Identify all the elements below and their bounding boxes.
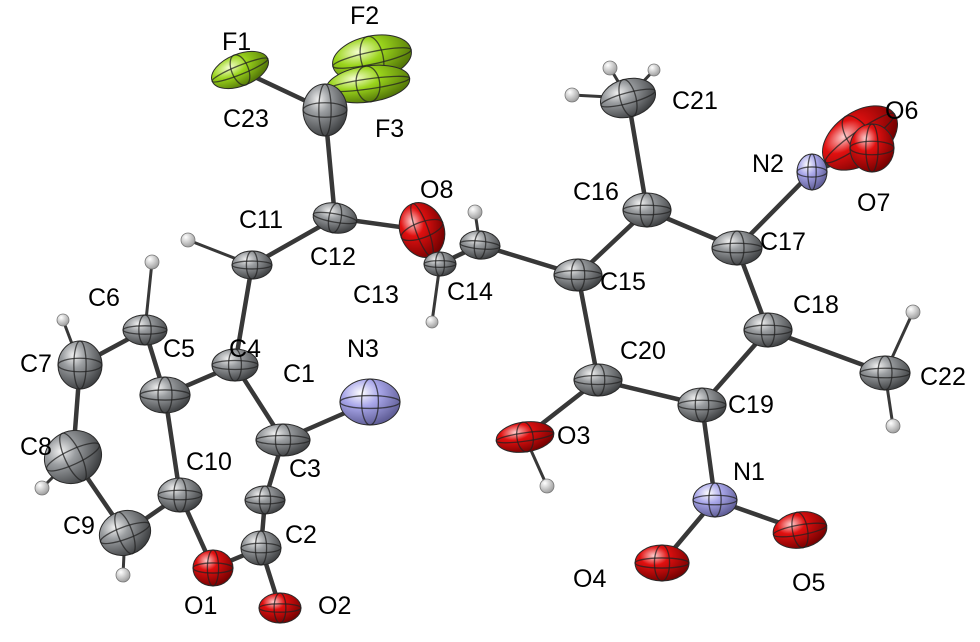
atom-label-c20: C20: [620, 337, 666, 365]
atom-o8: [398, 202, 446, 258]
hydrogen-atom: [34, 480, 50, 496]
atom-label-c23: C23: [223, 105, 269, 133]
atom-label-o2: O2: [318, 592, 351, 620]
atom-c16: [622, 192, 672, 228]
atom-c13: [423, 251, 457, 277]
atom-n2: [796, 153, 828, 191]
atom-label-c7: C7: [20, 350, 52, 378]
atom-o1: [192, 549, 234, 587]
atom-label-f1: F1: [222, 28, 251, 56]
hydrogen-atom: [885, 418, 901, 434]
atom-c9: [98, 509, 152, 557]
atom-label-o1: O1: [184, 592, 217, 620]
bond-c20-c15: [575, 272, 601, 383]
atom-label-c3: C3: [289, 455, 321, 483]
hydrogen-atom: [539, 478, 555, 494]
atom-c7: [57, 340, 103, 390]
atom-c18: [743, 312, 793, 348]
atom-label-c9: C9: [63, 512, 95, 540]
hydrogen-atom: [115, 567, 131, 583]
atom-label-o4: O4: [573, 565, 606, 593]
atom-label-c19: C19: [728, 391, 774, 419]
atom-label-f3: F3: [375, 115, 404, 143]
atom-label-c18: C18: [793, 291, 839, 319]
atom-o4: [634, 544, 690, 582]
atoms-layer: [44, 34, 911, 624]
atom-label-c17: C17: [760, 228, 806, 256]
hydrogen-atom: [144, 254, 160, 270]
atom-label-o3: O3: [557, 422, 590, 450]
atom-c3: [244, 485, 286, 515]
atom-c19: [677, 387, 727, 423]
bond-c11-c4: [232, 262, 255, 368]
atom-label-c5: C5: [163, 335, 195, 363]
atom-c5: [139, 376, 191, 414]
atom-label-c1: C1: [283, 360, 315, 388]
atom-c23: [302, 83, 348, 137]
atom-label-n1: N1: [733, 458, 765, 486]
atom-c11: [231, 250, 273, 280]
hydrogen-atom: [467, 204, 483, 220]
hydrogen-atom: [602, 60, 618, 76]
atom-c21: [600, 77, 656, 119]
hydrogen-atom: [56, 313, 70, 327]
atom-label-c15: C15: [600, 268, 646, 296]
atom-n1: [692, 482, 738, 518]
atom-c1: [255, 423, 311, 457]
atom-c22: [859, 355, 911, 391]
atom-f1: [211, 50, 269, 90]
atom-label-c22: C22: [920, 363, 966, 391]
atom-o7: [849, 123, 895, 173]
atom-label-o5: O5: [792, 569, 825, 597]
atom-label-c2: C2: [285, 521, 317, 549]
atom-c14: [459, 230, 501, 260]
atom-c12: [312, 202, 358, 234]
atom-c20: [573, 363, 623, 397]
atom-n3: [339, 378, 401, 426]
atom-label-o8: O8: [420, 176, 453, 204]
atom-label-o6: O6: [885, 97, 918, 125]
hydrogen-atom: [180, 232, 196, 248]
hydrogen-atoms-layer: [34, 60, 921, 583]
atom-c6: [122, 314, 168, 346]
atom-c10: [157, 477, 203, 513]
hydrogen-atom: [425, 315, 439, 329]
atom-c4: [211, 348, 259, 382]
atom-label-c21: C21: [672, 87, 718, 115]
atom-o5: [772, 511, 828, 549]
atom-label-c10: C10: [186, 448, 232, 476]
atom-label-n3: N3: [347, 335, 379, 363]
atom-c8: [44, 429, 102, 485]
atom-label-c8: C8: [20, 433, 52, 461]
atom-label-o7: O7: [857, 189, 890, 217]
atom-label-n2: N2: [752, 150, 784, 178]
hydrogen-atom: [647, 63, 661, 77]
atom-label-c16: C16: [573, 178, 619, 206]
atom-c15: [553, 258, 603, 292]
atom-label-c11: C11: [239, 206, 283, 234]
atom-label-c14: C14: [447, 278, 493, 306]
atom-label-f2: F2: [350, 2, 379, 30]
atom-label-c6: C6: [88, 284, 120, 312]
hydrogen-atom: [564, 87, 580, 103]
hydrogen-atom: [905, 304, 921, 320]
atom-c17: [711, 230, 763, 266]
atom-c2: [240, 530, 282, 566]
atom-label-c4: C4: [229, 335, 261, 363]
atom-label-c12: C12: [310, 243, 356, 271]
atom-label-c13: C13: [353, 281, 399, 309]
atom-o2: [258, 592, 302, 624]
atom-o3: [495, 421, 555, 453]
